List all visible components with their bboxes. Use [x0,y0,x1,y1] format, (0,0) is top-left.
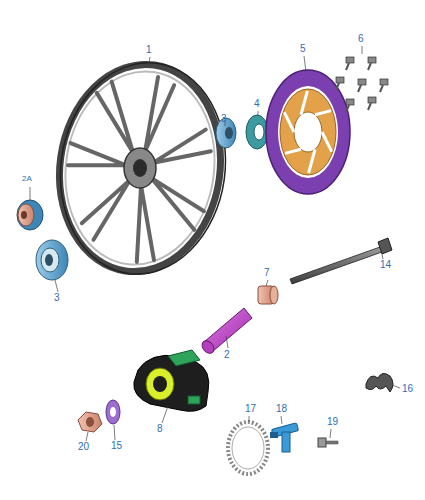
disc-arm [284,112,294,132]
disc-arm [315,111,331,115]
callout-number: 2 [224,350,230,360]
speed-sensor [270,423,299,452]
callout-number: 17 [245,404,256,414]
callout-number: 20 [78,442,89,452]
spacer [17,200,43,230]
bolt-shank [380,85,383,92]
disc-arm [309,149,315,173]
spoke [153,130,210,163]
bolt-shank [336,83,339,90]
callout-number: 6 [358,34,364,44]
axle-nut [78,412,102,432]
fork-foot [134,350,209,411]
brake-disc [266,70,350,194]
bolt-head [346,57,354,63]
callout-number: 8 [157,424,163,434]
callout-number: 19 [327,417,338,427]
axle [290,238,392,284]
spoke [145,77,174,151]
callout-number: 4 [254,99,260,109]
callout-number: 15 [111,441,122,451]
callout-number: 18 [276,404,287,414]
spoke [137,186,154,262]
spoke [152,178,204,230]
callout-number: 2A [22,175,32,183]
disc-arm [301,91,307,115]
seal [246,115,268,149]
spoke [82,180,130,240]
callout-number: 1 [146,45,152,55]
callout-number: 3 [221,114,227,124]
bolt-head [380,79,388,85]
bolt-head [346,99,354,105]
washer [106,400,120,424]
disc-arm [322,132,332,152]
bearing [36,240,68,280]
callout-number: 5 [300,44,306,54]
spoke [97,82,133,153]
spoke [68,143,126,165]
clip [366,373,393,392]
spacer [258,286,278,304]
bolt-shank [346,105,349,112]
tone-ring [228,422,268,474]
bolt-head [358,79,366,85]
bolt-shank [368,63,371,70]
bolt-shank [346,63,349,70]
bolt-head [368,57,376,63]
callout-number: 7 [264,268,270,278]
leader-lines [30,46,400,441]
bolt-head [368,97,376,103]
disc-bolts [336,57,388,112]
bolt-head [336,77,344,83]
wheel [46,52,239,285]
callout-number: 3 [54,293,60,303]
sensor-bolt [318,438,338,447]
sleeve [200,308,252,356]
callout-number: 14 [380,260,391,270]
disc-arm [285,149,301,153]
callout-number: 16 [402,384,413,394]
bolt-shank [368,103,371,110]
bolt-shank [358,85,361,92]
